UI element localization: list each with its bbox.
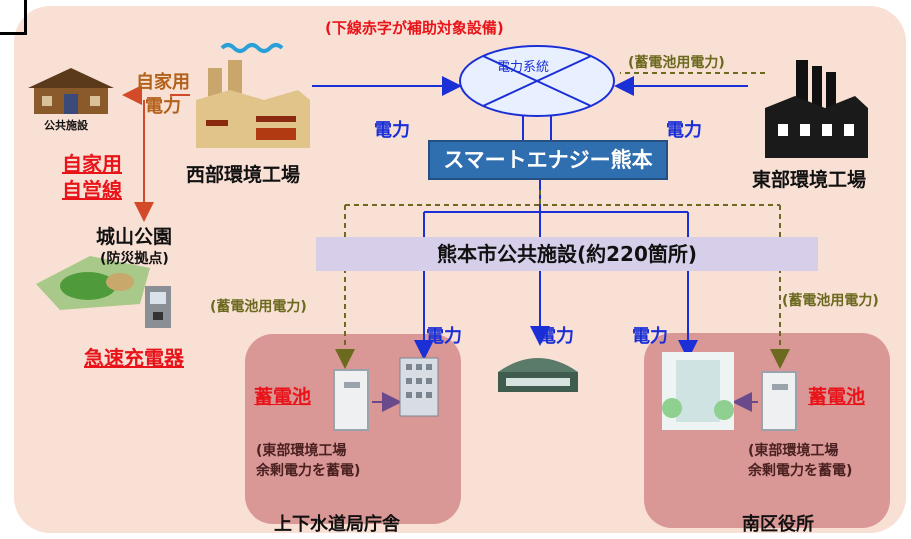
left-note-line2: 余剰電力を蓄電)	[256, 463, 361, 479]
power-label-water: 電力	[426, 326, 462, 347]
right-note-line2: 余剰電力を蓄電)	[748, 463, 853, 479]
right-note-line1: (東部環境工場	[748, 443, 839, 459]
smart-energy-box: スマートエナジー熊本	[428, 140, 668, 180]
east-plant-name: 東部環境工場	[752, 169, 867, 191]
battery-power-top-label: (蓄電池用電力)	[628, 55, 725, 71]
power-label-east: 電力	[666, 120, 702, 141]
water-bureau-name: 上下水道局庁舎	[274, 514, 400, 535]
right-battery-label: 蓄電池	[808, 386, 866, 408]
west-plant-name: 西部環境工場	[186, 164, 301, 186]
corner-mark	[0, 0, 27, 35]
power-label-south: 電力	[632, 326, 668, 347]
public-facility-label: 公共施設	[44, 119, 88, 132]
battery-power-left-label: (蓄電池用電力)	[210, 299, 307, 315]
grid-label: 電力系統	[497, 60, 550, 75]
self-use-power-line1: 自家用	[136, 72, 190, 93]
self-line-line2: 自営線	[62, 178, 122, 202]
power-label-center: 電力	[538, 326, 574, 347]
self-line-line1: 自家用	[62, 152, 122, 176]
fast-charger-label: 急速充電器	[84, 346, 184, 370]
self-use-power-line2: 電力	[145, 96, 181, 117]
south-ward-name: 南区役所	[742, 514, 814, 535]
grid-ellipse	[459, 45, 615, 117]
public-facilities-box: 熊本市公共施設(約220箇所)	[316, 237, 818, 271]
battery-power-right-label: (蓄電池用電力)	[782, 293, 879, 309]
left-battery-label: 蓄電池	[254, 386, 312, 408]
park-sub: (防災拠点)	[100, 251, 169, 267]
header-note: (下線赤字が補助対象設備)	[325, 19, 504, 37]
power-label-west: 電力	[374, 120, 410, 141]
left-note-line1: (東部環境工場	[256, 443, 347, 459]
park-name: 城山公園	[96, 226, 173, 248]
